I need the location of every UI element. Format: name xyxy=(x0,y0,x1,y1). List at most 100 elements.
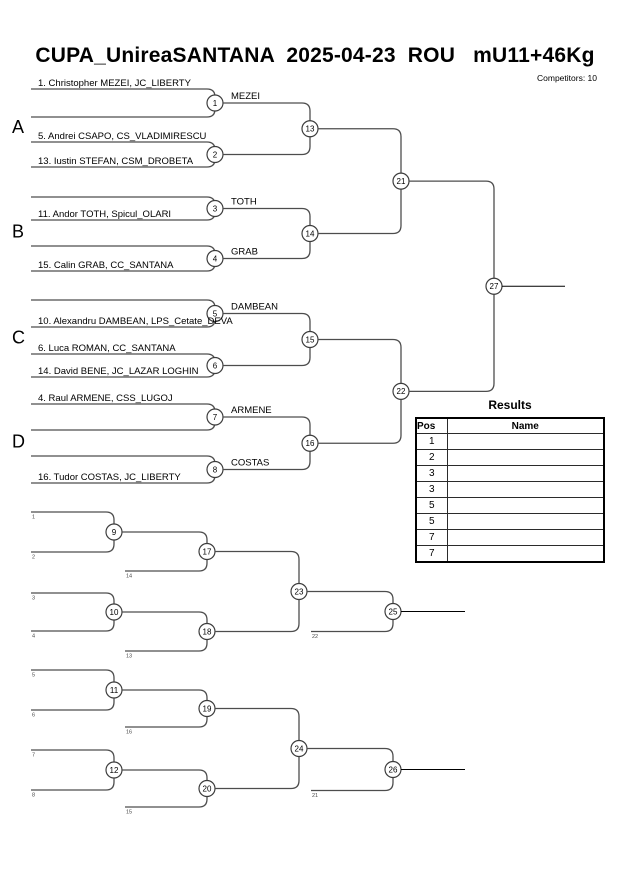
seed-label: 22 xyxy=(312,634,318,640)
group-label-A: A xyxy=(12,117,24,137)
seed-label: 3 xyxy=(32,596,35,602)
match-number-4: 4 xyxy=(213,254,218,263)
group-label-C: C xyxy=(12,328,25,348)
match-1-lines xyxy=(31,88,216,118)
winner-label: ARMENE xyxy=(231,405,272,416)
seed-label: 13 xyxy=(126,654,132,660)
match-number-20: 20 xyxy=(203,784,212,793)
results-pos-cell: 7 xyxy=(415,529,448,546)
match-17-lines xyxy=(122,531,208,572)
match-9-lines xyxy=(31,511,115,553)
seed-label: 5 xyxy=(32,673,35,679)
match-number-19: 19 xyxy=(203,704,212,713)
match-number-24: 24 xyxy=(295,744,304,753)
results-name-cell xyxy=(446,513,605,530)
seed-label: 14 xyxy=(126,574,132,580)
seed-label: 6 xyxy=(32,713,35,719)
results-pos-cell: 5 xyxy=(415,497,448,514)
seed-label: 1 xyxy=(32,515,35,521)
seed-label: 7 xyxy=(32,753,35,759)
match-number-18: 18 xyxy=(203,627,212,636)
winner-label: GRAB xyxy=(231,247,258,258)
match-18-lines xyxy=(122,611,208,652)
match-number-26: 26 xyxy=(389,765,398,774)
match-number-23: 23 xyxy=(295,587,304,596)
competitor-entry: 5. Andrei CSAPO, CS_VLADIMIRESCU xyxy=(38,131,207,142)
match-number-13: 13 xyxy=(306,125,315,134)
match-number-7: 7 xyxy=(213,413,218,422)
competitor-entry: 16. Tudor COSTAS, JC_LIBERTY xyxy=(38,472,181,483)
competitor-entry: 15. Calin GRAB, CC_SANTANA xyxy=(38,260,174,271)
results-name-cell xyxy=(446,497,605,514)
match-number-16: 16 xyxy=(306,439,315,448)
results-row: 7 xyxy=(415,545,605,563)
competitors-count: Competitors: 10 xyxy=(537,73,597,83)
winner-label: TOTH xyxy=(231,197,257,208)
winner-label: DAMBEAN xyxy=(231,302,278,313)
match-number-3: 3 xyxy=(213,204,218,213)
results-name-cell xyxy=(446,465,605,482)
competitor-entry: 6. Luca ROMAN, CC_SANTANA xyxy=(38,343,176,354)
results-header-name: Name xyxy=(446,417,605,434)
results-row: 3 xyxy=(415,481,605,498)
results-pos-cell: 7 xyxy=(415,545,448,563)
results-row: 3 xyxy=(415,465,605,482)
winner-label: COSTAS xyxy=(231,458,269,469)
winner-label: MEZEI xyxy=(231,91,260,102)
results-pos-cell: 2 xyxy=(415,449,448,466)
competitor-entry: 4. Raul ARMENE, CSS_LUGOJ xyxy=(38,393,173,404)
group-label-D: D xyxy=(12,431,25,451)
match-7-lines xyxy=(31,403,216,431)
match-12-lines xyxy=(31,749,115,791)
match-number-6: 6 xyxy=(213,361,218,370)
results-pos-cell: 5 xyxy=(415,513,448,530)
results-name-cell xyxy=(446,481,605,498)
results-name-cell xyxy=(446,529,605,546)
match-25-lines xyxy=(307,590,394,633)
match-13-lines xyxy=(223,102,311,156)
competitor-entry: 1. Christopher MEZEI, JC_LIBERTY xyxy=(38,78,192,89)
match-number-15: 15 xyxy=(306,335,315,344)
competitor-entry: 14. David BENE, JC_LAZAR LOGHIN xyxy=(38,366,199,377)
results-name-cell xyxy=(446,449,605,466)
results-pos-cell: 3 xyxy=(415,481,448,498)
match-number-9: 9 xyxy=(112,528,117,537)
match-21-lines xyxy=(318,128,402,235)
match-number-8: 8 xyxy=(213,465,218,474)
results-row: 5 xyxy=(415,497,605,514)
match-23-lines xyxy=(215,550,300,633)
seed-label: 15 xyxy=(126,810,132,816)
results-row: 1 xyxy=(415,433,605,450)
match-number-2: 2 xyxy=(213,150,218,159)
match-number-21: 21 xyxy=(397,177,406,186)
match-16-lines xyxy=(223,416,311,471)
competitor-entry: 11. Andor TOTH, Spicul_OLARI xyxy=(38,209,171,220)
match-19-lines xyxy=(122,689,208,728)
results-row: 2 xyxy=(415,449,605,466)
match-number-11: 11 xyxy=(110,686,119,695)
match-number-22: 22 xyxy=(397,387,406,396)
results-header-pos: Pos xyxy=(415,417,448,434)
seed-label: 4 xyxy=(32,634,35,640)
results-pos-cell: 1 xyxy=(415,433,448,450)
match-10-lines xyxy=(31,592,115,632)
results-row: 5 xyxy=(415,513,605,530)
match-15-lines xyxy=(223,312,311,367)
match-number-10: 10 xyxy=(110,608,119,617)
match-number-12: 12 xyxy=(110,766,119,775)
match-number-25: 25 xyxy=(389,607,398,616)
results-title: Results xyxy=(488,398,532,412)
match-number-14: 14 xyxy=(306,229,315,238)
group-label-B: B xyxy=(12,222,24,242)
results-name-cell xyxy=(446,433,605,450)
match-number-27: 27 xyxy=(490,282,499,291)
match-11-lines xyxy=(31,669,115,711)
seed-label: 21 xyxy=(312,793,318,799)
match-26-lines xyxy=(307,747,394,792)
match-number-1: 1 xyxy=(213,99,218,108)
